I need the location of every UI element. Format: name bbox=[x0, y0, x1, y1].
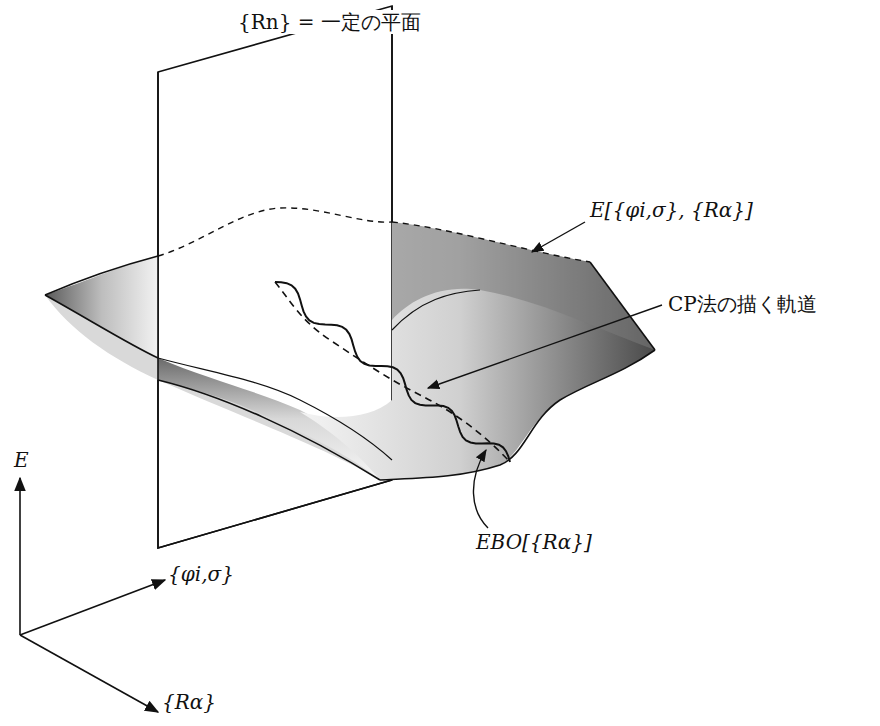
plane-label: {Rn} = 一定の平面 bbox=[236, 10, 423, 34]
bo-surface-label: EBO[{Rα}] bbox=[474, 530, 594, 554]
axis-label: E bbox=[12, 448, 31, 472]
energy-surface-label: E[{φi,σ}, {Rα}] bbox=[588, 198, 755, 222]
axis-label: {φi,σ} bbox=[166, 562, 236, 586]
axis-label: {Rα} bbox=[160, 690, 218, 714]
trajectory-label: CP法の描く軌道 bbox=[666, 292, 819, 316]
